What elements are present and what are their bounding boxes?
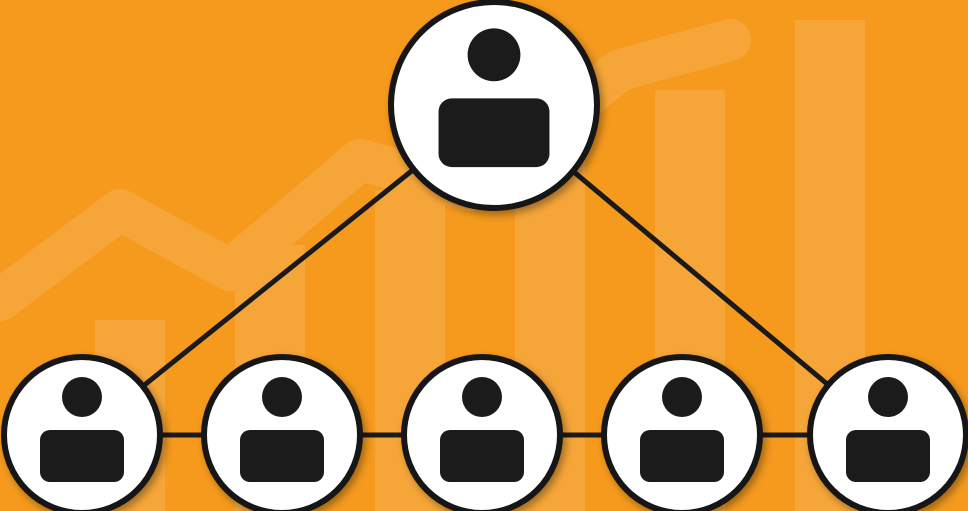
person-icon xyxy=(640,377,724,482)
person-body xyxy=(438,98,550,168)
person-head xyxy=(462,377,502,417)
person-head xyxy=(467,28,521,82)
person-body xyxy=(440,430,524,482)
node-child-4 xyxy=(601,354,763,511)
person-body xyxy=(240,430,324,482)
person-icon xyxy=(846,377,930,482)
watermark-trend-line xyxy=(0,19,751,321)
person-head xyxy=(662,377,702,417)
node-top xyxy=(388,0,600,211)
person-body xyxy=(40,430,124,482)
person-body xyxy=(640,430,724,482)
person-head xyxy=(262,377,302,417)
node-child-1 xyxy=(1,354,163,511)
person-head xyxy=(868,377,908,417)
node-child-2 xyxy=(201,354,363,511)
person-icon xyxy=(440,377,524,482)
node-child-5 xyxy=(807,354,968,511)
person-icon xyxy=(40,377,124,482)
person-icon xyxy=(240,377,324,482)
person-head xyxy=(62,377,102,417)
node-child-3 xyxy=(401,354,563,511)
person-icon xyxy=(438,28,550,168)
person-body xyxy=(846,430,930,482)
